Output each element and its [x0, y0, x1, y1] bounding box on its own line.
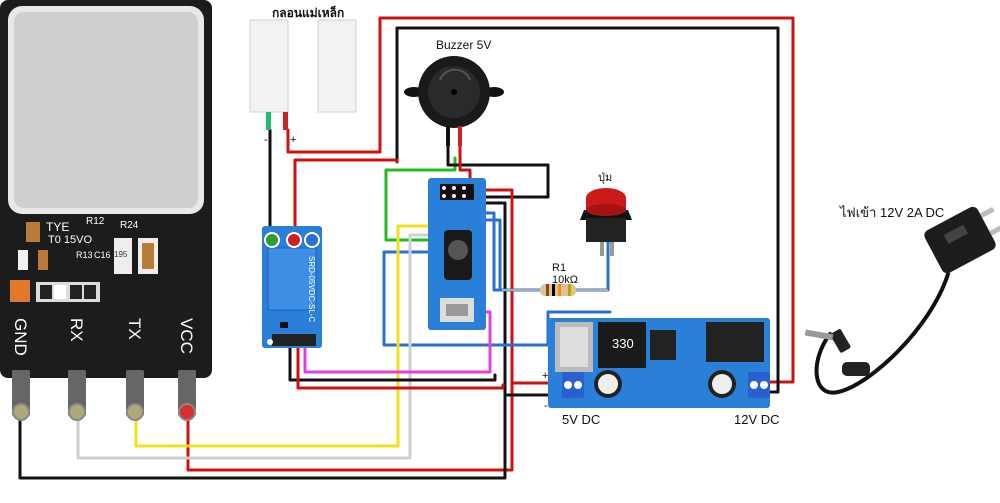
sensor-pin-label-rx: RX: [67, 318, 86, 342]
sensor-pin-label-gnd: GND: [11, 318, 30, 356]
fingerprint-sensor: [0, 0, 212, 421]
yellow-wire-tx: [134, 224, 432, 448]
blue-wire-button: [482, 211, 610, 292]
power-input-label: ไฟเข้า 12V 2A DC: [840, 205, 945, 220]
sensor-pin-gnd: [12, 370, 30, 421]
plus-label: +: [542, 370, 549, 382]
switch-body-left: [249, 19, 289, 113]
buck-converter: [548, 318, 770, 408]
sensor-text-c16: C16: [94, 250, 111, 260]
magnetic-door-switch: [249, 19, 357, 130]
buzzer: [404, 56, 504, 146]
sensor-pin-tx: [126, 370, 144, 421]
red-wire-relay-top: [293, 158, 399, 238]
push-button: [580, 188, 632, 256]
sensor-text-tye: TYE: [46, 220, 70, 234]
resistor-name-label: R1: [552, 262, 567, 274]
input-12v-label: 12V DC: [734, 412, 780, 427]
output-5v-label: 5V DC: [562, 412, 601, 427]
component: [54, 285, 66, 299]
relay-label: SRD-05VDC-SL-C: [307, 256, 316, 323]
sensor-pin-label-vcc: VCC: [177, 318, 196, 354]
sensor-window: [14, 12, 198, 208]
blue-wire-left: [382, 250, 612, 347]
sensor-text-r13: R13: [76, 250, 93, 260]
red-wire-buzzer: [458, 138, 472, 182]
component: [38, 250, 48, 270]
black-wire-buzzer: [446, 138, 550, 199]
component: [18, 250, 28, 270]
red-wire-switch: [286, 128, 382, 154]
white-wire-rx: [76, 233, 432, 460]
magenta-wire: [303, 310, 492, 374]
sensor-text-195: 195: [114, 250, 128, 259]
magnetic-switch-label: กลอนแม่เหล็ก: [272, 6, 345, 20]
sensor-text-t0: T0 15VO: [48, 234, 93, 246]
adapter-cable: [814, 272, 950, 395]
component: [26, 222, 40, 242]
button-label: ปุ่ม: [598, 172, 613, 184]
red-wire-12v-top: [378, 16, 795, 384]
buzzer-label: Buzzer 5V: [436, 38, 492, 52]
black-wire-relay: [288, 343, 497, 382]
inductor-label: 330: [612, 336, 634, 351]
sensor-pin-vcc: [178, 370, 196, 421]
arduino-nano: [428, 178, 486, 330]
sensor-text-r12: R12: [86, 216, 105, 227]
power-adapter: [804, 206, 1000, 376]
sensor-text-r24: R24: [120, 220, 139, 231]
red-wire-relay: [296, 343, 505, 390]
sensor-pin-label-tx: TX: [125, 318, 144, 340]
component: [84, 285, 96, 299]
component: [142, 243, 154, 269]
black-wire-12v-top: [395, 26, 780, 394]
component: [10, 280, 30, 302]
wires: [18, 16, 950, 480]
switch-body-right: [317, 19, 357, 113]
resistor: [502, 284, 608, 296]
black-wire-nano: [18, 201, 507, 480]
relay-module: [262, 226, 322, 348]
blue-wire-resistor: [482, 218, 502, 292]
switch-plus-label: +: [290, 134, 297, 146]
sensor-pin-rx: [68, 370, 86, 421]
minus-label: -: [544, 400, 548, 412]
red-wire-nano: [186, 188, 514, 472]
switch-minus-label: -: [264, 134, 268, 146]
component: [70, 285, 82, 299]
resistor-value-label: 10kΩ: [552, 274, 578, 286]
component: [40, 285, 52, 299]
component: [114, 238, 132, 274]
